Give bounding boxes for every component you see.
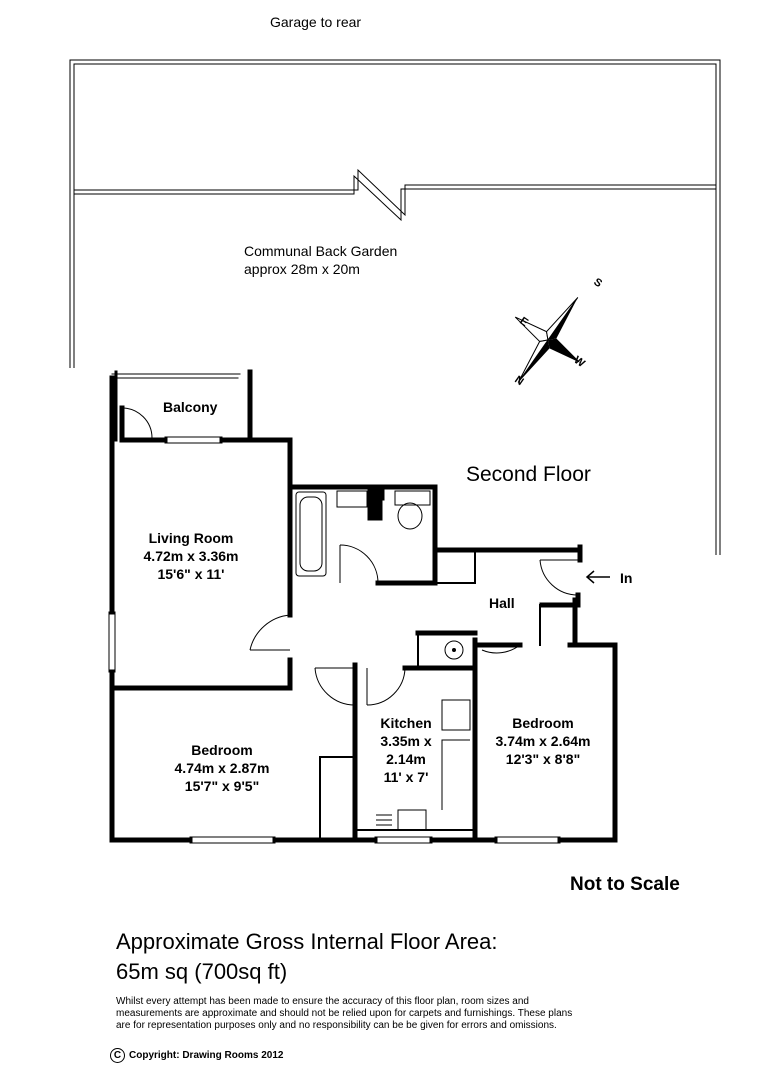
room-metric: 4.74m x 2.87m bbox=[174, 760, 270, 776]
floor-area-title: Approximate Gross Internal Floor Area: bbox=[116, 929, 498, 954]
floor-area-value: 65m sq (700sq ft) bbox=[116, 959, 288, 984]
room-name: Bedroom bbox=[191, 742, 253, 758]
copyright-text: Copyright: Drawing Rooms 2012 bbox=[129, 1050, 284, 1062]
room-bedroom-1: Bedroom 4.74m x 2.87m 15'7" x 9'5" bbox=[166, 741, 278, 795]
room-imperial: 15'6" x 11' bbox=[157, 566, 225, 582]
garden-boundary bbox=[69, 59, 721, 555]
room-imperial: 15'7" x 9'5" bbox=[184, 778, 260, 794]
entrance-arrow-icon bbox=[585, 570, 610, 584]
room-balcony: Balcony bbox=[163, 399, 218, 415]
scale-note: Not to Scale bbox=[570, 874, 680, 895]
floor-area: Approximate Gross Internal Floor Area: 6… bbox=[116, 927, 498, 987]
room-metric: 3.74m x 2.64m bbox=[495, 733, 591, 749]
room-hall: Hall bbox=[489, 595, 515, 611]
room-metric-line2: 2.14m bbox=[386, 751, 426, 767]
garden-size: approx 28m x 20m bbox=[244, 261, 360, 277]
garden-name: Communal Back Garden bbox=[244, 243, 398, 259]
room-metric-line1: 3.35m x bbox=[380, 733, 432, 749]
compass-rose bbox=[514, 297, 581, 383]
copyright-icon: C bbox=[110, 1048, 125, 1063]
garden-label: Communal Back Garden approx 28m x 20m bbox=[244, 242, 397, 278]
room-name: Living Room bbox=[148, 530, 234, 546]
room-kitchen: Kitchen 3.35m x 2.14m 11' x 7' bbox=[370, 714, 442, 786]
room-name: Kitchen bbox=[380, 715, 432, 731]
room-imperial: 11' x 7' bbox=[383, 769, 429, 785]
kitchen-fixtures bbox=[376, 640, 471, 831]
room-bedroom-2: Bedroom 3.74m x 2.64m 12'3" x 8'8" bbox=[485, 714, 601, 768]
room-imperial: 12'3" x 8'8" bbox=[505, 751, 581, 767]
copyright: C Copyright: Drawing Rooms 2012 bbox=[110, 1048, 283, 1063]
disclaimer: Whilst every attempt has been made to en… bbox=[116, 996, 573, 1031]
room-name: Bedroom bbox=[512, 715, 574, 731]
windows bbox=[108, 436, 561, 844]
bathroom-fixtures bbox=[295, 489, 431, 577]
entrance-label: In bbox=[620, 570, 633, 586]
room-living-room: Living Room 4.72m x 3.36m 15'6" x 11' bbox=[136, 529, 246, 583]
floor-label: Second Floor bbox=[466, 463, 591, 486]
garage-note: Garage to rear bbox=[270, 14, 362, 30]
room-metric: 4.72m x 3.36m bbox=[143, 548, 239, 564]
doors bbox=[121, 407, 579, 706]
